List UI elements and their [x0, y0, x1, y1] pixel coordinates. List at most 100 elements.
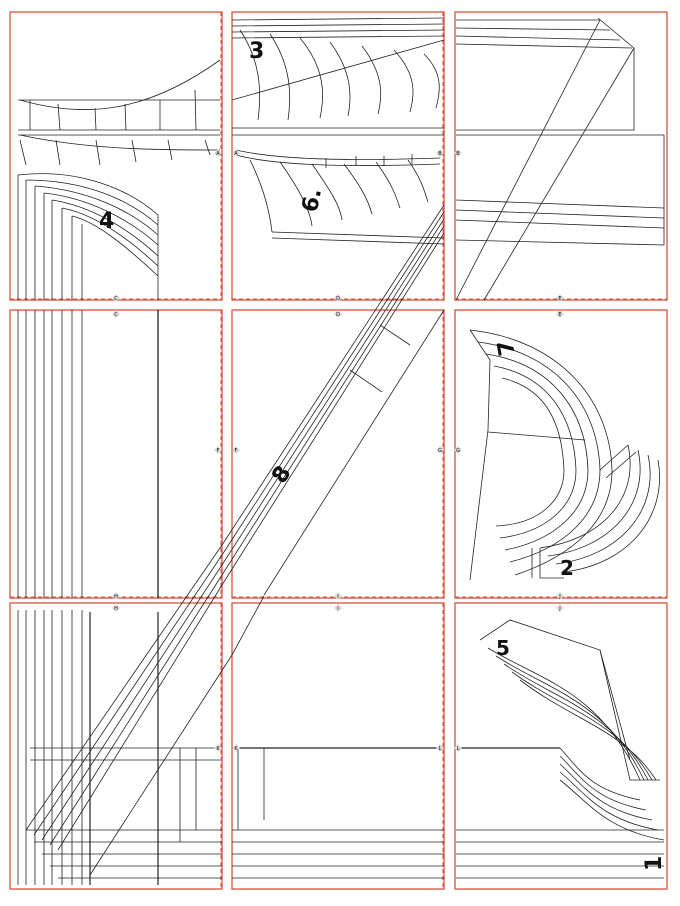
tile-marker-diamond [454, 149, 462, 157]
tile-marker: G [454, 446, 462, 454]
tile-marker: K [232, 744, 240, 752]
tile-marker: C [112, 294, 120, 302]
tile-marker-diamond [454, 446, 462, 454]
tile-marker-diamond [112, 604, 120, 612]
tile-marker: B [436, 149, 444, 157]
tile-marker-diamond [436, 744, 444, 752]
tile-marker-diamond [556, 604, 564, 612]
panel-label-3: 3 [249, 39, 264, 64]
tile-marker: E [556, 310, 564, 318]
tile-frame [9, 309, 223, 599]
tile-marker: A [232, 149, 240, 157]
pattern-lines [17, 17, 665, 885]
tile-frame [9, 11, 223, 301]
tile-marker: B [454, 149, 462, 157]
tile-frame [454, 602, 668, 890]
piece-1-lines [456, 747, 665, 879]
tile-marker: G [436, 446, 444, 454]
piece-6-lines [232, 134, 445, 245]
tile-marker-letter: C [114, 296, 118, 302]
tile-marker-letter: K [234, 746, 238, 752]
panel-label-4: 4 [99, 209, 114, 234]
tile-marker-letter: I [337, 594, 338, 600]
tile-marker-letter: J [558, 594, 560, 600]
tile-frame [231, 602, 445, 890]
tile-marker-letter: A [216, 151, 220, 157]
panel-labels: 3 4 6. 7 2 8 5 1 [99, 39, 667, 871]
tile-marker-diamond [556, 294, 564, 302]
tile-marker-letter: J [558, 606, 560, 612]
tile-marker-letter: G [456, 448, 460, 454]
tile-marker-diamond [436, 446, 444, 454]
tile-marker-letter: L [439, 746, 442, 752]
panel-label-6: 6. [298, 186, 327, 214]
tile-frame [231, 309, 445, 599]
tile-marker: D [334, 294, 342, 302]
tile-marker: F [214, 446, 222, 454]
piece-7-lines [469, 329, 613, 581]
panel-label-5: 5 [496, 636, 510, 660]
tile-marker-diamond [112, 592, 120, 600]
tile-marker-diamond [214, 744, 222, 752]
tile-marker-letter: F [217, 448, 220, 454]
tile-marker-letter: E [558, 296, 561, 302]
tile-marker-letter: G [438, 448, 442, 454]
tile-marker-letter: D [336, 312, 340, 318]
tile-marker-letter: A [234, 151, 238, 157]
tile-marker-letter: E [558, 312, 561, 318]
piece-stepped-lines [17, 610, 222, 885]
tile-frame [454, 11, 668, 301]
tile-marker-diamond [214, 149, 222, 157]
piece-vertical-stripes [17, 310, 159, 598]
tile-marker: J [556, 604, 564, 612]
tile-marker-letter: F [235, 448, 238, 454]
tile-frame [9, 602, 223, 890]
piece-4-lines [17, 59, 221, 300]
tile-marker-letter: H [114, 594, 118, 600]
tile-marker: I [334, 604, 342, 612]
tile-marker-diamond [556, 310, 564, 318]
tile-marker: E [556, 294, 564, 302]
piece-2-lines [531, 444, 660, 579]
tile-frame [454, 309, 668, 599]
long-diagonal-band [25, 204, 445, 876]
tile-marker-diamond [232, 446, 240, 454]
tile-marker: K [214, 744, 222, 752]
tile-marker: C [112, 310, 120, 318]
tile-marker-diamond [112, 294, 120, 302]
tile-marker-letter: B [438, 151, 442, 157]
tile-marker-diamond [232, 744, 240, 752]
tile-marker-diamond [214, 446, 222, 454]
tile-marker-letter: D [336, 296, 340, 302]
tile-marker: A [214, 149, 222, 157]
tile-marker-diamond [334, 592, 342, 600]
tile-marker: L [436, 744, 444, 752]
tile-marker-letter: B [456, 151, 460, 157]
tile-marker-diamond [334, 604, 342, 612]
tile-marker-letter: H [114, 606, 118, 612]
tile-markers: A A B B C C D D E E F F G G HH II JJ K K L L [112, 149, 564, 752]
piece-5-lines [479, 619, 660, 781]
tile-marker-diamond [436, 149, 444, 157]
tile-marker: D [334, 310, 342, 318]
piece-bottom-mid-lines [232, 747, 444, 879]
tile-marker: F [232, 446, 240, 454]
tile-marker-diamond [334, 294, 342, 302]
tile-marker-letter: K [216, 746, 220, 752]
panel-label-1: 1 [642, 856, 667, 871]
tile-marker-diamond [334, 310, 342, 318]
tile-marker: H [112, 592, 120, 600]
panel-label-7: 7 [493, 338, 520, 357]
panel-label-2: 2 [560, 556, 574, 580]
tile-marker-diamond [454, 744, 462, 752]
tile-marker: J [556, 592, 564, 600]
tile-marker: H [112, 604, 120, 612]
tile-marker-diamond [232, 149, 240, 157]
tile-marker-letter: L [457, 746, 460, 752]
tile-marker-diamond [556, 592, 564, 600]
tile-marker-letter: I [337, 606, 338, 612]
piece-3-lines [231, 17, 445, 129]
piece-right-top-lines [455, 17, 665, 301]
tile-marker: I [334, 592, 342, 600]
